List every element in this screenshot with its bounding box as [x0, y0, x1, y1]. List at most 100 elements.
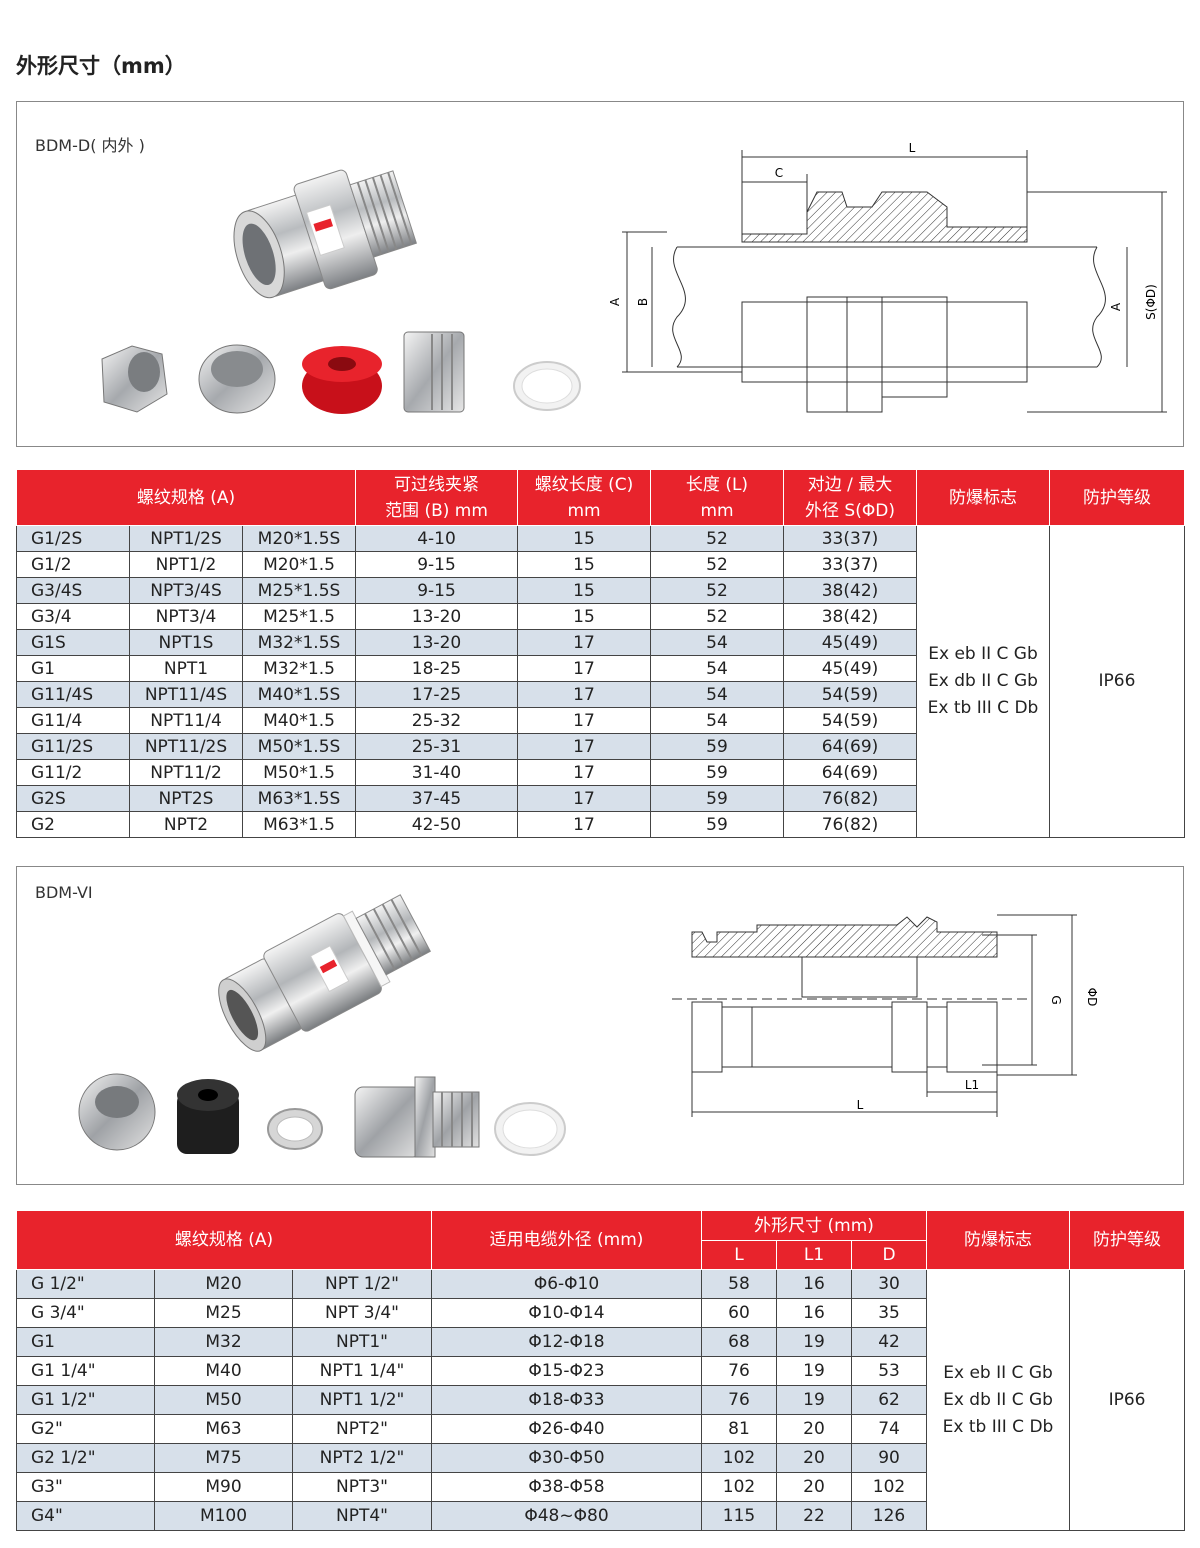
spec-table-bdm-d: 螺纹规格 (A) 可过线夹紧范围 (B) mm 螺纹长度 (C)mm 长度 (L…	[16, 469, 1185, 838]
table-cell: G11/2	[16, 759, 130, 786]
table-cell: NPT1/2	[129, 551, 243, 578]
table-cell: M32*1.5S	[242, 629, 356, 656]
table-cell: 59	[650, 785, 784, 812]
header-thread-length: 螺纹长度 (C)mm	[517, 469, 651, 526]
table-cell: NPT4"	[292, 1501, 432, 1531]
table-cell: 33(37)	[783, 525, 917, 552]
table-cell: NPT1S	[129, 629, 243, 656]
header-dims: 外形尺寸 (mm)	[700, 1210, 928, 1241]
dim-C: C	[775, 166, 783, 180]
table-cell: M75	[154, 1443, 293, 1473]
dim-L: L	[857, 1098, 864, 1112]
table-cell: 19	[776, 1356, 852, 1386]
table-cell: 25-31	[355, 733, 518, 760]
table-cell: M20	[154, 1269, 293, 1299]
table-cell: G1 1/4"	[16, 1356, 155, 1386]
table-cell: 52	[650, 525, 784, 552]
table-cell: M40*1.5	[242, 707, 356, 734]
header-L: L	[701, 1240, 777, 1270]
table-cell: 20	[776, 1414, 852, 1444]
product-photo	[233, 169, 418, 299]
dimension-drawing: G ΦD L1 L	[672, 914, 1099, 1117]
table-cell: NPT2	[129, 811, 243, 838]
table-cell: 102	[701, 1443, 777, 1473]
table-cell: M20*1.5	[242, 551, 356, 578]
table-cell: M25*1.5	[242, 603, 356, 630]
product-panel-bdm-d: BDM-D( 内外 )	[16, 101, 1184, 447]
table-cell: M63*1.5S	[242, 785, 356, 812]
table-cell: 13-20	[355, 603, 518, 630]
table-cell: 30	[850, 1269, 928, 1299]
model-label: BDM-VI	[35, 883, 93, 902]
table-cell: NPT1"	[292, 1327, 432, 1357]
table-cell: 115	[701, 1501, 777, 1531]
table-cell: 31-40	[355, 759, 518, 786]
component-photos	[78, 1073, 566, 1158]
table-cell: NPT11/4	[129, 707, 243, 734]
table-cell: M25	[154, 1298, 293, 1328]
table-cell: G11/4S	[16, 681, 130, 708]
table-cell: M63	[154, 1414, 293, 1444]
table-cell: NPT2"	[292, 1414, 432, 1444]
dim-B: B	[636, 298, 650, 306]
table-cell: G3/4	[16, 603, 130, 630]
table-cell: 64(69)	[783, 733, 917, 760]
table-cell: NPT2S	[129, 785, 243, 812]
table-cell: M63*1.5	[242, 811, 356, 838]
table-cell: M32*1.5	[242, 655, 356, 682]
table-cell: M40	[154, 1356, 293, 1386]
table-cell: Φ18-Φ33	[431, 1385, 702, 1415]
dim-D: ΦD	[1085, 988, 1099, 1007]
table-cell: 19	[776, 1327, 852, 1357]
table-cell: G11/2S	[16, 733, 130, 760]
table-cell: 64(69)	[783, 759, 917, 786]
table-cell: 19	[776, 1385, 852, 1415]
table-cell: 54	[650, 707, 784, 734]
table-cell: 45(49)	[783, 655, 917, 682]
table-cell: NPT1 1/4"	[292, 1356, 432, 1386]
table-cell: M20*1.5S	[242, 525, 356, 552]
table-cell: 59	[650, 811, 784, 838]
table-cell: 76(82)	[783, 811, 917, 838]
table-cell: NPT11/2S	[129, 733, 243, 760]
table-cell: G1/2S	[16, 525, 130, 552]
dim-L1: L1	[965, 1078, 979, 1092]
table-cell: NPT1/2S	[129, 525, 243, 552]
table-cell: M90	[154, 1472, 293, 1502]
table-cell: G 3/4"	[16, 1298, 155, 1328]
table-cell: M40*1.5S	[242, 681, 356, 708]
table-cell: Φ26-Φ40	[431, 1414, 702, 1444]
table-cell: 17	[517, 733, 651, 760]
table-cell: 54	[650, 655, 784, 682]
table-cell: 9-15	[355, 577, 518, 604]
table-cell: 15	[517, 577, 651, 604]
table-cell: G2S	[16, 785, 130, 812]
table-cell: G 1/2"	[16, 1269, 155, 1299]
table-cell: 17	[517, 785, 651, 812]
table-cell: 15	[517, 603, 651, 630]
table-cell: G2 1/2"	[16, 1443, 155, 1473]
table-cell: 76	[701, 1385, 777, 1415]
table-cell: NPT3/4S	[129, 577, 243, 604]
table-cell: 45(49)	[783, 629, 917, 656]
table-cell: G1S	[16, 629, 130, 656]
table-cell: 16	[776, 1298, 852, 1328]
header-length: 长度 (L)mm	[650, 469, 784, 526]
table-cell: NPT1	[129, 655, 243, 682]
table-cell: 20	[776, 1472, 852, 1502]
table-cell: 102	[850, 1472, 928, 1502]
table-cell: Φ12-Φ18	[431, 1327, 702, 1357]
table-cell: NPT11/2	[129, 759, 243, 786]
ip-rating: IP66	[1049, 525, 1185, 838]
